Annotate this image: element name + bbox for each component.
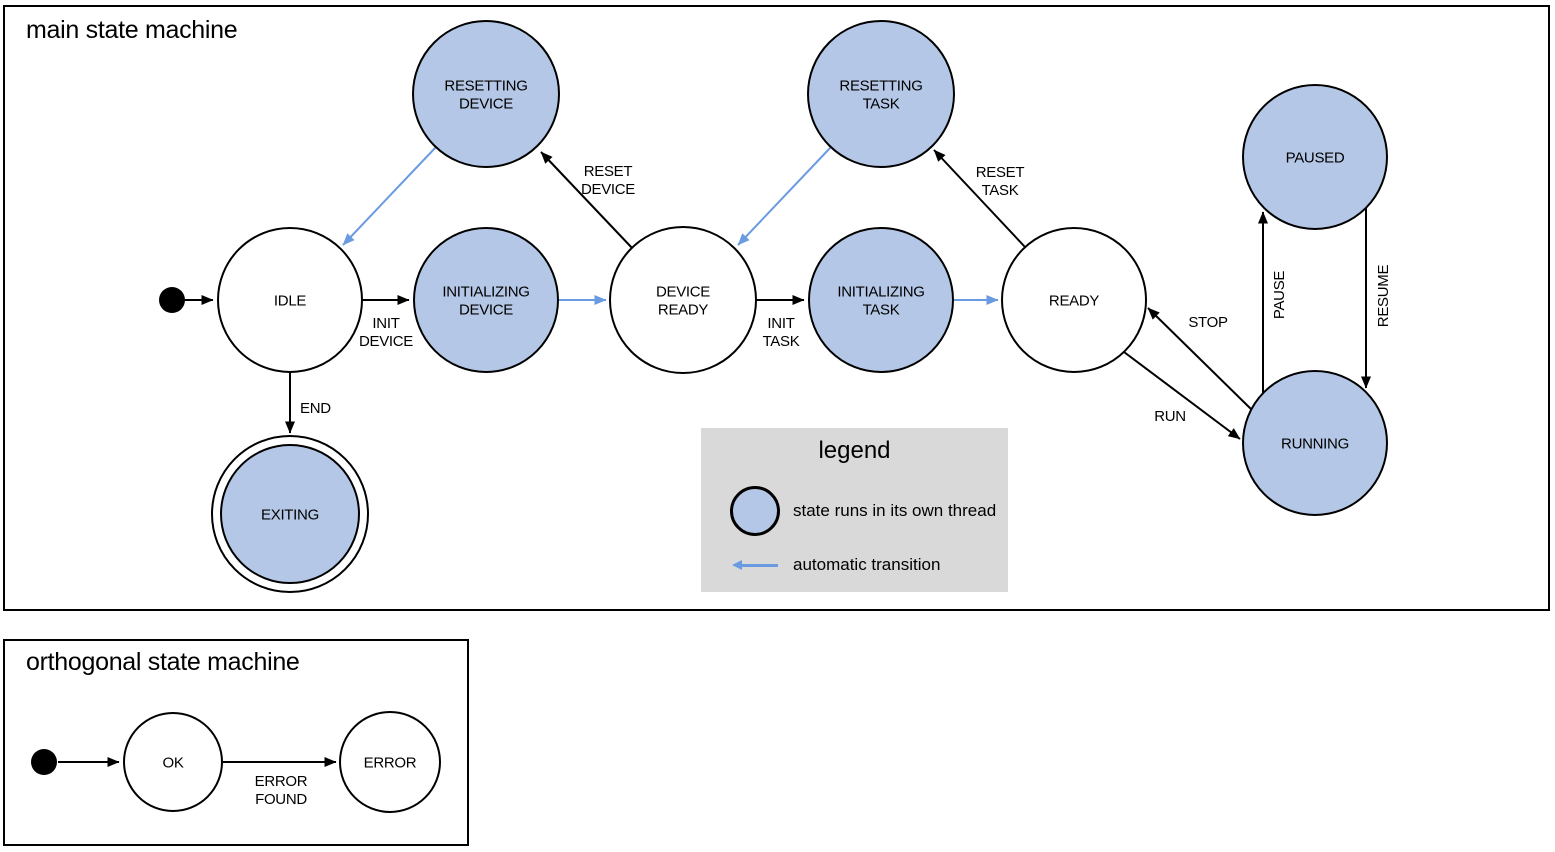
legend-row-thread-state: state runs in its own thread (730, 486, 996, 536)
legend-row-auto-transition: automatic transition (732, 555, 940, 575)
legend: legend state runs in its own thread auto… (701, 428, 1008, 592)
auto-transition-label: automatic transition (793, 555, 941, 574)
auto-transition-arrow-icon (732, 560, 778, 570)
orthogonal-state-machine-panel: orthogonal state machine (3, 639, 469, 846)
legend-title: legend (818, 437, 891, 464)
main-state-machine-title: main state machine (26, 16, 238, 44)
orthogonal-state-machine-title: orthogonal state machine (26, 648, 300, 676)
main-state-machine-panel: main state machine (3, 5, 1550, 611)
thread-state-label: state runs in its own thread (793, 501, 997, 520)
thread-state-icon (730, 486, 780, 536)
